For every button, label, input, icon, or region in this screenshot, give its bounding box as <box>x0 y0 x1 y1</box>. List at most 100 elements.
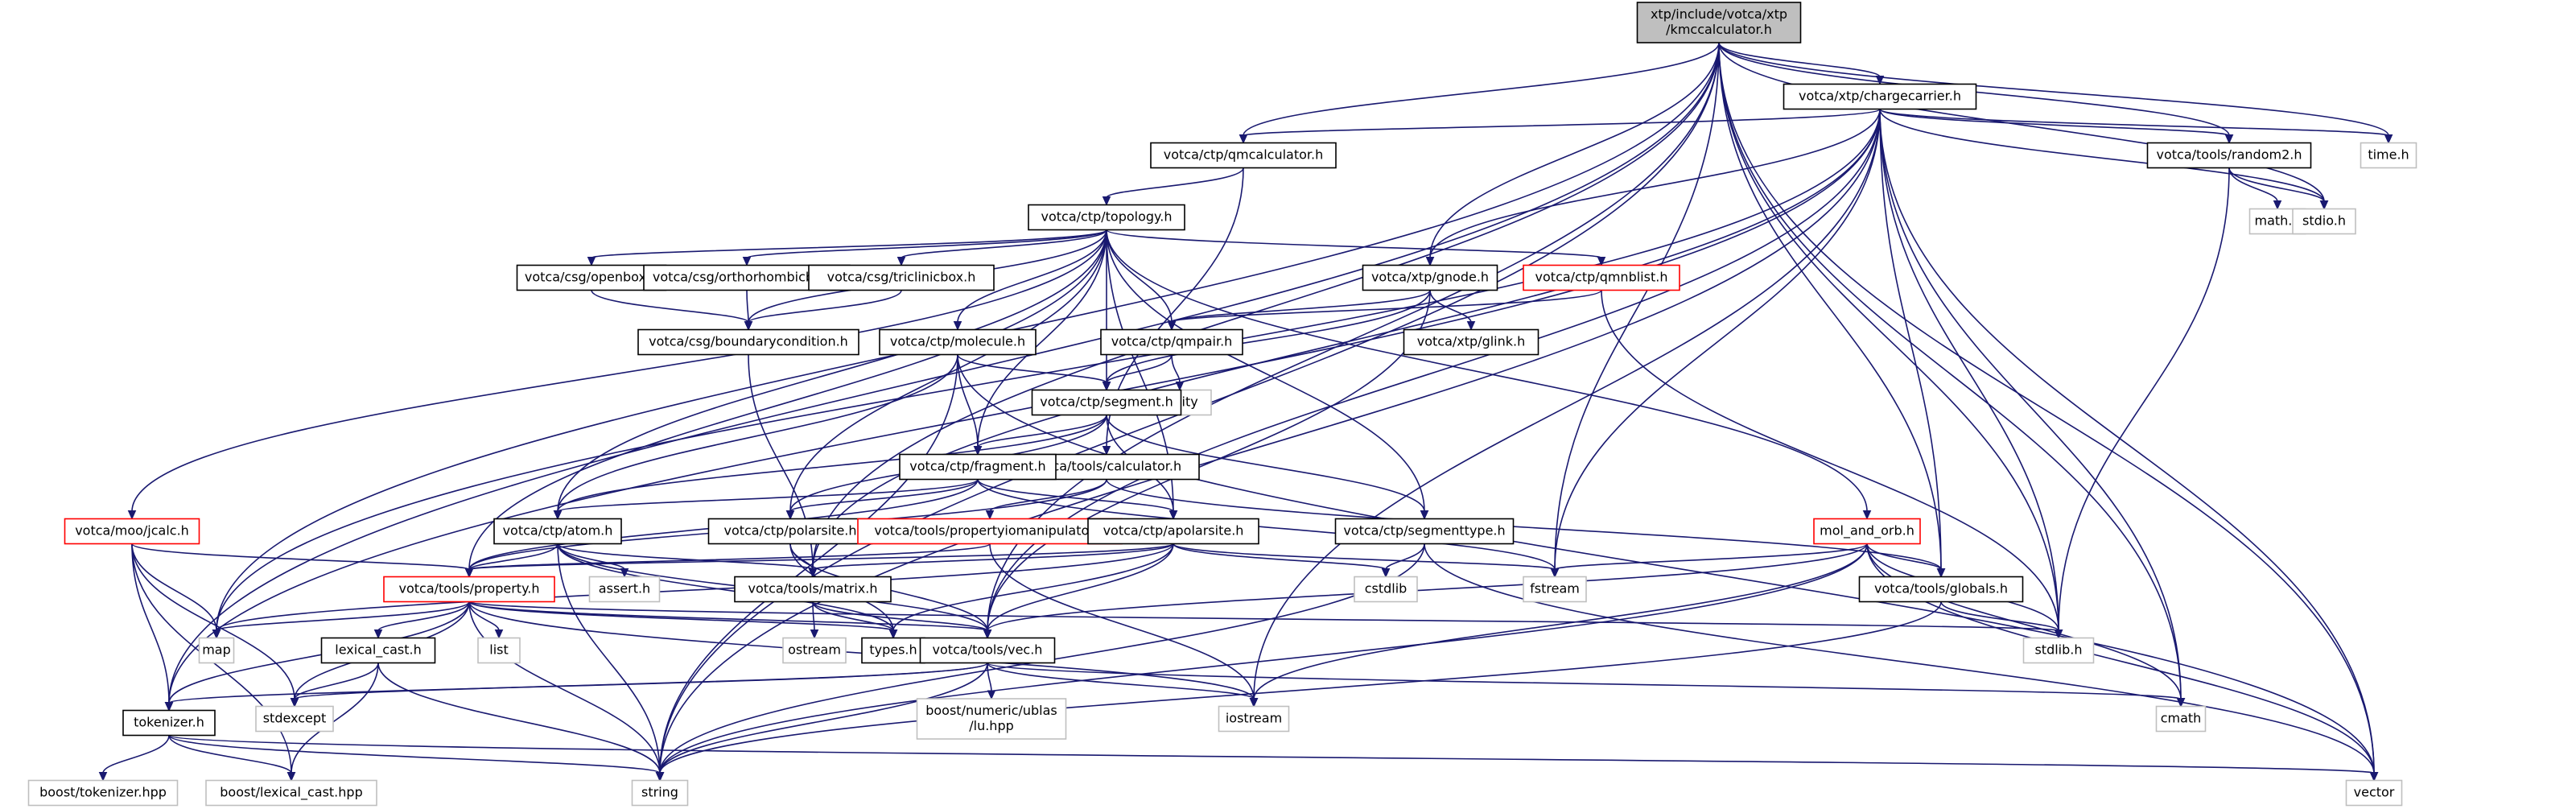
node-gnode[interactable]: votca/xtp/gnode.h <box>1362 264 1498 291</box>
edge-mol_and_orb-to-iostream <box>1253 543 1868 700</box>
node-tokenizer-label: tokenizer.h <box>134 715 204 730</box>
node-random2[interactable]: votca/tools/random2.h <box>2146 142 2312 169</box>
node-topology-label: votca/ctp/topology.h <box>1041 209 1173 225</box>
edge-vec-to-string <box>659 662 988 774</box>
node-chargecarrier[interactable]: votca/xtp/chargecarrier.h <box>1783 83 1977 110</box>
node-mol_and_orb[interactable]: mol_and_orb.h <box>1813 518 1921 545</box>
edge-segment-to-atom <box>557 415 1107 512</box>
node-segmenttype[interactable]: votca/ctp/segmenttype.h <box>1334 518 1515 545</box>
node-glink[interactable]: votca/xtp/glink.h <box>1403 328 1539 356</box>
node-qmnblist-label: votca/ctp/qmnblist.h <box>1535 270 1668 285</box>
node-apolarsite-label: votca/ctp/apolarsite.h <box>1103 523 1244 539</box>
edge-apolarsite-to-fstream <box>1173 543 1556 571</box>
node-matrix[interactable]: votca/tools/matrix.h <box>734 576 892 603</box>
arrowhead-tokenizer-to-vector <box>2369 772 2379 782</box>
edge-topology-to-atom <box>557 229 1107 512</box>
edge-topology-to-mol_and_orb <box>1106 229 1868 512</box>
node-time: time.h <box>2360 142 2417 169</box>
node-atom[interactable]: votca/ctp/atom.h <box>493 518 622 545</box>
edge-segment-to-segmenttype <box>1106 415 1425 512</box>
node-cmath-box <box>2155 705 2207 733</box>
node-random2-label: votca/tools/random2.h <box>2156 147 2302 163</box>
node-fragment-box <box>899 453 1057 481</box>
arrowhead-globals-to-stdlib <box>2054 629 2063 639</box>
node-orthorhombicbox-label: votca/csg/orthorhombicbox.h <box>653 270 841 285</box>
node-cmath-label: cmath <box>2161 711 2202 726</box>
edge-apolarsite-to-matrix <box>812 543 1174 571</box>
node-fstream-box <box>1523 576 1587 603</box>
edge-vec-to-stdexcept <box>294 662 988 700</box>
edge-root-to-cmath <box>1718 42 2182 700</box>
node-list-box <box>477 637 521 664</box>
edge-fragment-to-fstream <box>977 479 1556 570</box>
node-topology[interactable]: votca/ctp/topology.h <box>1028 204 1185 231</box>
edge-root-to-qmcalculator <box>1243 42 1720 136</box>
node-cstdlib-box <box>1354 576 1418 603</box>
arrowhead-vec-to-cmath <box>2176 698 2186 708</box>
node-qmpair[interactable]: votca/ctp/qmpair.h <box>1100 328 1243 356</box>
edge-root-to-stdlib <box>1718 42 2059 631</box>
node-segment[interactable]: votca/ctp/segment.h <box>1031 389 1182 416</box>
arrowhead-calculator-to-propmanip <box>985 510 995 520</box>
node-map-label: map <box>202 642 231 658</box>
arrowhead-qmcalculator-to-topology <box>1102 196 1111 206</box>
node-chargecarrier-label: votca/xtp/chargecarrier.h <box>1799 89 1961 104</box>
node-polarsite[interactable]: votca/ctp/polarsite.h <box>707 518 873 545</box>
edge-property-to-tokenizer <box>168 601 470 704</box>
node-lexical_cast-box <box>320 637 436 664</box>
node-ublas-box <box>916 698 1067 740</box>
edge-matrix-to-types <box>812 601 894 631</box>
edge-tokenizer-to-string <box>168 734 661 774</box>
arrowhead-matrix-to-vec <box>983 629 992 639</box>
node-vec[interactable]: votca/tools/vec.h <box>919 637 1056 664</box>
node-fstream: fstream <box>1523 576 1587 603</box>
node-qmnblist[interactable]: votca/ctp/qmnblist.h <box>1523 264 1680 291</box>
node-stdexcept: stdexcept <box>255 705 334 733</box>
node-qmnblist-box <box>1523 264 1680 291</box>
node-boundarycondition-label: votca/csg/boundarycondition.h <box>649 334 848 349</box>
edge-fragment-to-apolarsite <box>977 479 1174 513</box>
node-calc-box <box>64 518 200 545</box>
node-apolarsite[interactable]: votca/ctp/apolarsite.h <box>1087 518 1259 545</box>
edge-apolarsite-to-property <box>468 543 1174 571</box>
node-ostream: ostream <box>782 637 847 664</box>
edge-topology-to-triclinicbox <box>901 229 1107 259</box>
node-molecule-label: votca/ctp/molecule.h <box>890 334 1025 349</box>
node-boundarycondition[interactable]: votca/csg/boundarycondition.h <box>637 328 859 356</box>
dependency-edges <box>98 42 2393 782</box>
node-qmcalculator[interactable]: votca/ctp/qmcalculator.h <box>1150 142 1337 169</box>
node-fragment[interactable]: votca/ctp/fragment.h <box>899 453 1057 481</box>
node-property[interactable]: votca/tools/property.h <box>383 576 555 603</box>
arrowhead-topology-to-orthorhombicbox <box>742 257 752 266</box>
node-iostream-box <box>1218 705 1290 733</box>
edge-root-to-matrix <box>812 42 1720 570</box>
node-root-box <box>1636 2 1802 43</box>
node-globals-box <box>1858 576 2024 603</box>
edge-segment-to-fragment <box>977 415 1107 448</box>
node-segment-label: votca/ctp/segment.h <box>1040 394 1173 410</box>
edge-tokenizer-to-boosttok <box>102 735 170 774</box>
node-apolarsite-box <box>1087 518 1259 545</box>
edge-molecule-to-fragment <box>957 354 979 448</box>
node-openbox[interactable]: votca/csg/openbox.h <box>516 264 667 291</box>
arrowhead-calc-to-property <box>464 568 474 578</box>
arrowhead-property-to-map <box>212 629 221 639</box>
edge-vec-to-ublas <box>987 662 992 692</box>
node-molecule[interactable]: votca/ctp/molecule.h <box>879 328 1037 356</box>
node-calc[interactable]: votca/moo/jcalc.h <box>64 518 200 545</box>
node-boostlex-box <box>205 779 377 807</box>
edge-matrix-to-ostream <box>812 601 815 631</box>
node-tokenizer[interactable]: tokenizer.h <box>122 709 216 737</box>
node-propmanip[interactable]: votca/tools/propertyiomanipulator.h <box>857 518 1123 545</box>
edge-atom-to-property <box>468 543 558 571</box>
arrowhead-property-to-lexical_cast <box>373 629 383 639</box>
edge-chargecarrier-to-matrix <box>812 109 1881 570</box>
edge-mol_and_orb-to-string <box>659 543 1868 774</box>
node-segment-box <box>1031 389 1182 416</box>
node-types[interactable]: types.h <box>861 637 925 664</box>
node-tokenizer-box <box>122 709 216 737</box>
node-lexical_cast[interactable]: lexical_cast.h <box>320 637 436 664</box>
node-globals[interactable]: votca/tools/globals.h <box>1858 576 2024 603</box>
edge-chargecarrier-to-gnode <box>1429 109 1881 258</box>
node-triclinicbox[interactable]: votca/csg/triclinicbox.h <box>808 264 995 291</box>
